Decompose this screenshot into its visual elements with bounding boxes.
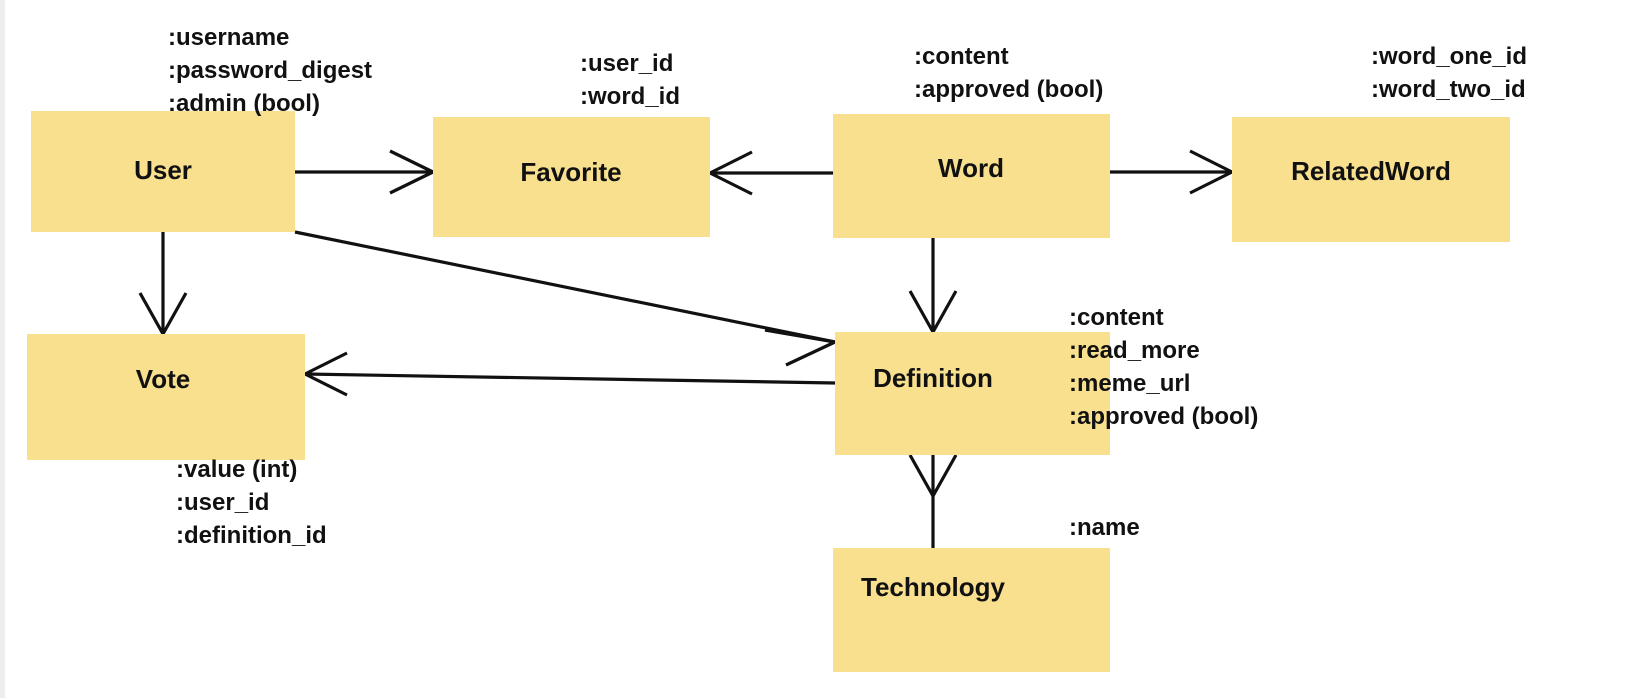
attribute-user-1: :password_digest xyxy=(168,57,372,84)
attribute-user-0: :username xyxy=(168,24,289,51)
attribute-vote-2: :definition_id xyxy=(176,522,327,549)
entity-favorite-label: Favorite xyxy=(520,157,621,187)
entity-favorite[interactable]: Favorite xyxy=(433,117,710,237)
crowfoot-definition-left-upper xyxy=(764,328,836,367)
entity-user-label: User xyxy=(134,155,192,185)
relationship-word-relatedword xyxy=(1110,149,1233,195)
entity-definition-rect[interactable] xyxy=(835,332,1110,455)
entity-boxes: User Favorite Word RelatedWord Vote xyxy=(27,111,1510,672)
relationship-user-vote xyxy=(138,232,188,335)
attribute-favorite-0: :user_id xyxy=(580,50,673,77)
entity-technology-label: Technology xyxy=(861,572,1006,602)
attributes-user: :username :password_digest :admin (bool) xyxy=(168,24,372,117)
attribute-word-1: :approved (bool) xyxy=(914,76,1103,103)
entity-definition[interactable]: Definition xyxy=(835,332,1110,455)
crowfoot-favorite-left xyxy=(389,149,434,195)
crowfoot-vote-right xyxy=(304,351,348,397)
entity-favorite-rect[interactable] xyxy=(433,117,710,237)
crowfoot-favorite-right xyxy=(709,150,753,196)
entity-technology-rect[interactable] xyxy=(833,548,1110,672)
relationship-favorite-word xyxy=(709,150,833,196)
attribute-technology-0: :name xyxy=(1069,514,1140,541)
rel-line-user-definition xyxy=(294,230,836,344)
entity-vote[interactable]: Vote xyxy=(27,334,305,460)
attribute-vote-0: :value (int) xyxy=(176,456,297,483)
entity-relatedword[interactable]: RelatedWord xyxy=(1232,117,1510,242)
attributes-technology: :name xyxy=(1069,514,1140,541)
attribute-definition-0: :content xyxy=(1069,304,1164,331)
entity-word[interactable]: Word xyxy=(833,114,1110,238)
rel-line-vote-definition xyxy=(304,372,836,385)
entity-relatedword-label: RelatedWord xyxy=(1291,156,1451,186)
crowfoot-definition-top xyxy=(908,290,958,333)
relationship-user-definition xyxy=(294,230,836,367)
crowfoot-relatedword-left xyxy=(1189,149,1233,195)
entity-word-rect[interactable] xyxy=(833,114,1110,238)
attributes-favorite: :user_id :word_id xyxy=(580,50,680,110)
relationship-definition-technology xyxy=(908,454,958,548)
attribute-vote-1: :user_id xyxy=(176,489,269,516)
entity-user[interactable]: User xyxy=(31,111,295,232)
attribute-definition-3: :approved (bool) xyxy=(1069,403,1258,430)
attribute-user-2: :admin (bool) xyxy=(168,90,320,117)
entity-vote-rect[interactable] xyxy=(27,334,305,460)
attributes-definition: :content :read_more :meme_url :approved … xyxy=(1069,304,1258,430)
relationship-user-favorite xyxy=(295,149,434,195)
attributes-vote: :value (int) :user_id :definition_id xyxy=(176,456,327,549)
entity-user-rect[interactable] xyxy=(31,111,295,232)
attribute-word-0: :content xyxy=(914,43,1009,70)
attribute-relatedword-1: :word_two_id xyxy=(1371,76,1526,103)
relationship-vote-definition xyxy=(304,351,836,397)
left-edge-strip xyxy=(0,0,5,698)
entity-vote-label: Vote xyxy=(136,364,190,394)
attribute-relatedword-0: :word_one_id xyxy=(1371,43,1527,70)
attribute-favorite-1: :word_id xyxy=(580,83,680,110)
entity-relatedword-rect[interactable] xyxy=(1232,117,1510,242)
crowfoot-vote-top xyxy=(138,292,188,335)
attribute-labels: :username :password_digest :admin (bool)… xyxy=(168,24,1527,549)
entity-definition-label: Definition xyxy=(873,363,993,393)
entity-technology[interactable]: Technology xyxy=(833,548,1110,672)
relationship-word-definition xyxy=(908,238,958,333)
entity-word-label: Word xyxy=(938,153,1004,183)
attribute-definition-2: :meme_url xyxy=(1069,370,1190,397)
attributes-word: :content :approved (bool) xyxy=(914,43,1103,103)
attribute-definition-1: :read_more xyxy=(1069,337,1200,364)
attributes-relatedword: :word_one_id :word_two_id xyxy=(1371,43,1527,103)
crowfoot-definition-bottom xyxy=(908,454,958,497)
relationship-lines xyxy=(138,149,1233,548)
